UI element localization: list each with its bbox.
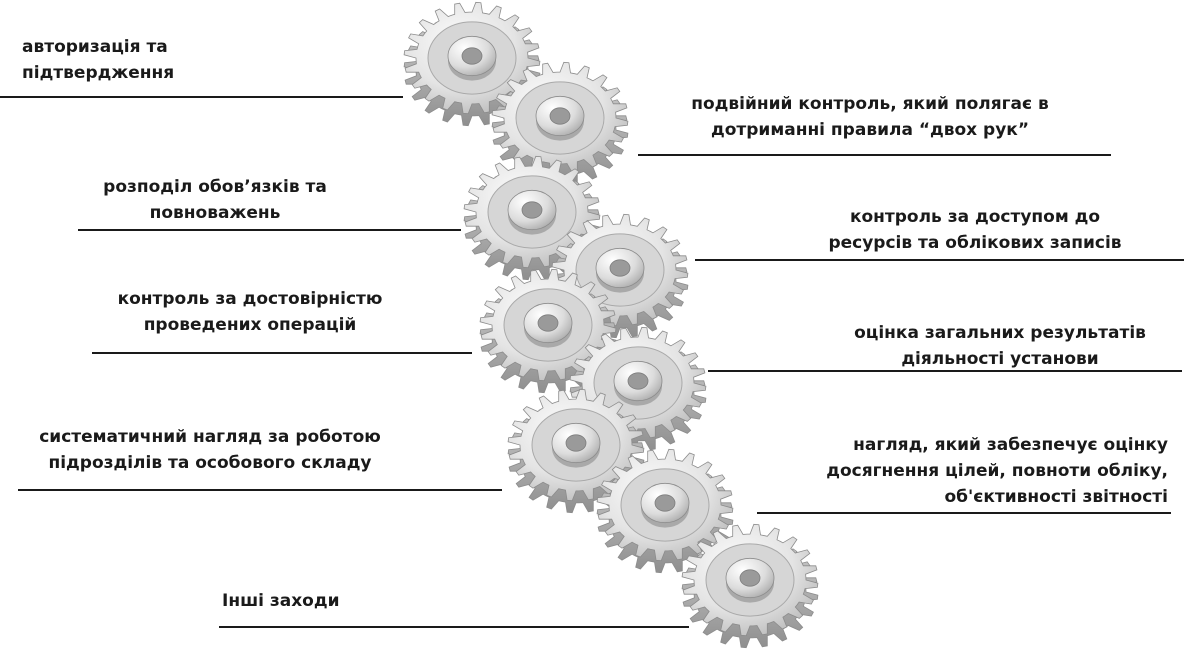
leader-line — [18, 489, 502, 491]
measure-supervision-goals-line-2: досягнення цілей, повноти обліку, — [826, 461, 1168, 481]
measure-supervision-goals-line-3: об'єктивності звітності — [944, 487, 1169, 507]
gear-axle-hole — [739, 569, 761, 587]
leader-line — [92, 352, 472, 354]
gear-axle-hole — [537, 314, 559, 332]
measure-supervision-goals-line-1: нагляд, який забезпечує оцінку — [853, 435, 1168, 455]
leader-line — [219, 626, 689, 628]
leader-line — [0, 96, 403, 98]
leader-line — [757, 512, 1171, 514]
measure-reliability-control-line-2: проведених операцій — [143, 315, 357, 335]
gear-axle-hole — [654, 494, 676, 512]
leader-line — [638, 154, 1111, 156]
measure-other: Інші заходи — [222, 588, 340, 614]
gear-axle-hole — [627, 372, 649, 390]
measure-results-evaluation-line-2: діяльності установи — [901, 349, 1099, 369]
measure-reliability-control: контроль за достовірністю проведених опе… — [65, 286, 435, 338]
leader-line — [695, 259, 1184, 261]
measure-results-evaluation-line-1: оцінка загальних результатів — [854, 323, 1146, 343]
gear-axle-hole — [549, 107, 571, 125]
measure-segregation: розподіл обов’язків та повноважень — [60, 174, 370, 226]
measure-supervision-units-line-1: систематичний нагляд за роботою — [39, 427, 381, 447]
measure-other-line-1: Інші заходи — [222, 591, 340, 611]
measure-dual-control-line-2: дотриманні правила “двох рук” — [710, 120, 1030, 140]
measure-supervision-units: систематичний нагляд за роботою підрозді… — [0, 424, 420, 476]
gear-axle-hole — [461, 47, 483, 65]
measure-authorization-line-2: підтвердження — [22, 63, 175, 83]
measure-authorization-line-1: авторизація та — [22, 37, 168, 57]
measure-reliability-control-line-1: контроль за достовірністю — [117, 289, 383, 309]
measure-segregation-line-1: розподіл обов’язків та — [103, 177, 327, 197]
measure-dual-control: подвійний контроль, який полягає в дотри… — [660, 91, 1080, 143]
measure-segregation-line-2: повноважень — [149, 203, 281, 223]
gear-axle-hole — [565, 434, 587, 452]
measure-access-control: контроль за доступом до ресурсів та облі… — [790, 204, 1160, 256]
measure-results-evaluation: оцінка загальних результатів діяльності … — [835, 320, 1165, 372]
gear-icon — [403, 1, 541, 127]
measure-supervision-goals: нагляд, який забезпечує оцінку досягненн… — [785, 432, 1168, 510]
measure-access-control-line-2: ресурсів та облікових записів — [828, 233, 1122, 253]
gear-icon — [681, 523, 819, 649]
leader-line — [708, 370, 1182, 372]
gear-axle-hole — [521, 201, 543, 219]
measure-dual-control-line-1: подвійний контроль, який полягає в — [691, 94, 1049, 114]
measure-supervision-units-line-2: підрозділів та особового складу — [48, 453, 372, 473]
measure-authorization: авторизація та підтвердження — [22, 34, 174, 86]
gear-icon — [491, 61, 629, 187]
gear-axle-hole — [609, 259, 631, 277]
leader-line — [78, 229, 461, 231]
measure-access-control-line-1: контроль за доступом до — [849, 207, 1101, 227]
